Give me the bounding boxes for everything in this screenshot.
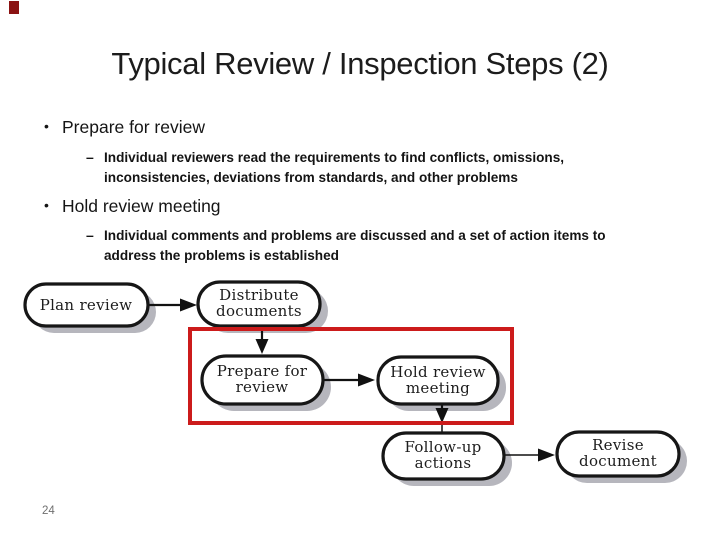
bullet-hold-review-meeting: • Hold review meeting — [44, 196, 221, 217]
node-outline — [376, 355, 500, 406]
bullet-label: Prepare for review — [62, 117, 205, 137]
bullet-icon: • — [44, 118, 49, 134]
sub-bullet-line: Individual comments and problems are dis… — [104, 228, 606, 243]
node-hold-review-meeting: Hold review meeting — [376, 355, 500, 406]
corner-accent-rect — [9, 1, 19, 14]
sub-bullet-prepare: Individual reviewers read the requiremen… — [104, 148, 679, 188]
arrowhead-icon — [358, 373, 375, 387]
page-number: 24 — [42, 505, 55, 517]
node-label: Follow-up — [404, 438, 481, 456]
node-outline — [555, 430, 681, 478]
node-label: review — [236, 378, 289, 396]
node-prepare-for-review: Prepare for review — [200, 354, 325, 406]
node-label: actions — [415, 454, 472, 472]
node-plan-review: Plan review — [23, 282, 150, 328]
arrowhead-icon — [435, 408, 449, 423]
sub-bullet-dash-icon: – — [86, 227, 94, 243]
corner-accent-mark — [9, 1, 19, 14]
slide-title: Typical Review / Inspection Steps (2) — [111, 46, 609, 81]
sub-bullet-line: address the problems is established — [104, 248, 339, 263]
bullet-prepare-for-review: • Prepare for review — [44, 117, 205, 138]
node-label: Distribute — [219, 286, 299, 304]
node-outline — [200, 354, 325, 406]
sub-bullet-line: Individual reviewers read the requiremen… — [104, 150, 565, 165]
bullet-icon: • — [44, 197, 49, 213]
node-label: meeting — [406, 379, 470, 397]
arrowhead-icon — [180, 298, 197, 312]
arrowhead-icon — [255, 339, 269, 354]
node-label: documents — [216, 302, 302, 320]
node-label: Hold review — [390, 363, 486, 381]
node-followup-actions: Follow-up actions — [381, 431, 506, 481]
node-outline — [196, 280, 322, 328]
review-process-flowchart: Plan review Distribute documents Prepare… — [23, 280, 687, 486]
node-label: Revise — [592, 436, 644, 454]
node-distribute-documents: Distribute documents — [196, 280, 322, 328]
highlight-box — [188, 327, 514, 425]
sub-bullet-line: inconsistencies, deviations from standar… — [104, 170, 518, 185]
node-revise-document: Revise document — [555, 430, 681, 478]
sub-bullet-hold: Individual comments and problems are dis… — [104, 226, 679, 266]
bullet-label: Hold review meeting — [62, 196, 221, 216]
arrowhead-icon — [538, 448, 555, 462]
node-label: document — [579, 452, 657, 470]
node-outline — [23, 282, 150, 328]
node-label: Plan review — [40, 296, 133, 314]
node-outline — [381, 431, 506, 481]
sub-bullet-dash-icon: – — [86, 149, 94, 165]
node-label: Prepare for — [217, 362, 308, 380]
